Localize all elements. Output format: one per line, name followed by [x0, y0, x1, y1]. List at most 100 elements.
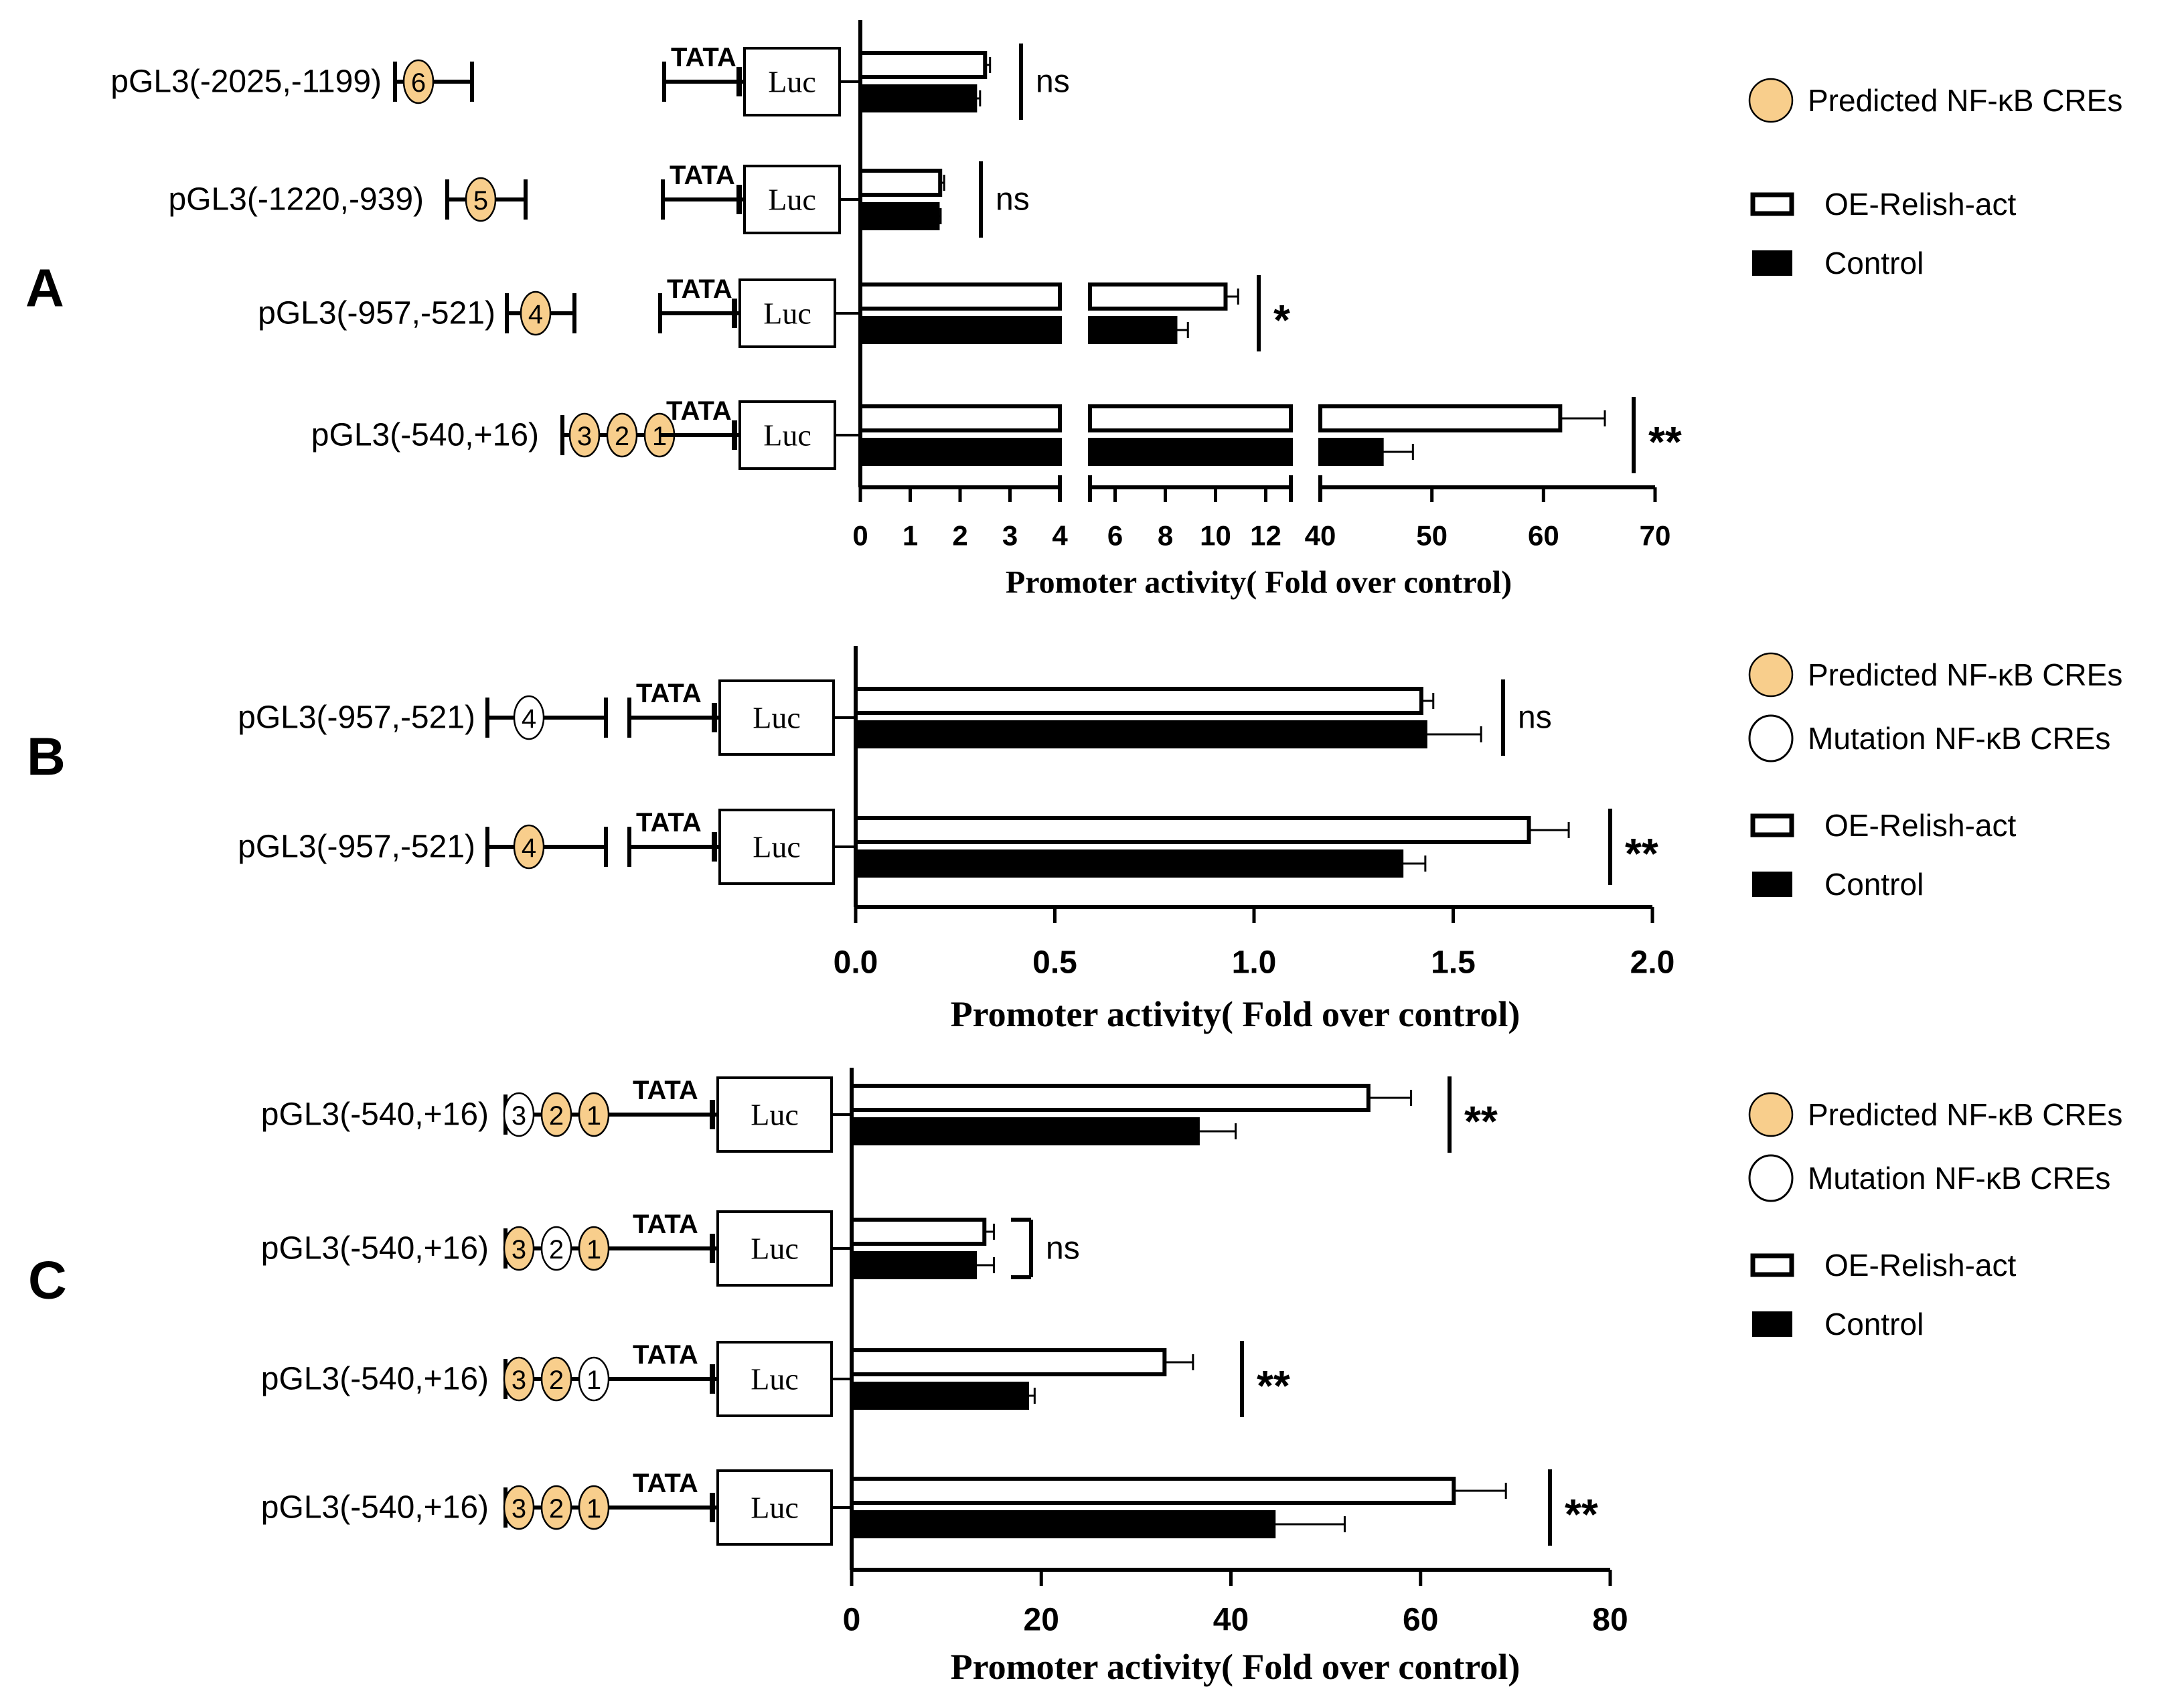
mutation-site-icon	[503, 1092, 535, 1137]
predicted-site-icon	[503, 1226, 535, 1271]
legend-oe-swatch	[1750, 192, 1794, 216]
x-tick-label: 0.5	[1032, 945, 1077, 981]
x-tick-label: 50	[1416, 520, 1448, 552]
bar-oe-relish-act	[858, 169, 943, 197]
x-axis-label: Promoter activity( Fold over control)	[951, 1647, 1520, 1687]
legend-predicted-label: Predicted NF-κB CREs	[1808, 1097, 2122, 1132]
luc-label: Luc	[751, 1491, 799, 1525]
bar-oe-relish-act	[850, 1084, 1371, 1112]
predicted-site-icon	[520, 291, 552, 336]
bar-control	[854, 849, 1404, 878]
construct-label: pGL3(-540,+16)	[261, 1231, 489, 1267]
tata-label: TATA	[633, 1469, 698, 1498]
site-number: 2	[549, 1235, 564, 1265]
luc-label: Luc	[751, 1362, 799, 1396]
predicted-site-icon	[540, 1485, 572, 1530]
construct-label: pGL3(-540,+16)	[261, 1490, 489, 1526]
construct-label: pGL3(-540,+16)	[261, 1362, 489, 1397]
x-tick-label: 0	[852, 520, 868, 552]
legend-oe-label: OE-Relish-act	[1824, 808, 2017, 843]
x-tick-label: 2	[952, 520, 967, 552]
significance-label: ns	[1046, 1231, 1080, 1267]
panel-letter: A	[25, 258, 64, 318]
predicted-site-icon	[568, 412, 601, 458]
predicted-site-icon	[503, 1356, 535, 1402]
luc-box	[716, 1469, 833, 1546]
bar-control	[1088, 316, 1178, 344]
site-number: 1	[587, 1101, 601, 1131]
legend-predicted-label: Predicted NF-κB CREs	[1808, 83, 2122, 118]
significance-label: ns	[1036, 64, 1070, 100]
site-number: 4	[522, 833, 536, 863]
luc-label: Luc	[753, 830, 801, 864]
legend-control-label: Control	[1824, 246, 1924, 280]
predicted-site-icon	[606, 412, 638, 458]
significance-label: *	[1273, 296, 1290, 344]
x-tick-label: 40	[1213, 1603, 1249, 1638]
x-tick-label: 12	[1250, 520, 1281, 552]
predicted-site-icon	[578, 1092, 610, 1137]
construct-label: pGL3(-540,+16)	[261, 1097, 489, 1133]
site-number: 3	[512, 1101, 526, 1131]
bar-oe-relish-act	[854, 687, 1423, 715]
mutation-site-icon	[513, 695, 545, 740]
x-tick-label: 10	[1200, 520, 1231, 552]
bar-oe-relish-act	[850, 1348, 1167, 1376]
luc-box	[718, 679, 835, 756]
x-tick-label: 4	[1052, 520, 1068, 552]
x-tick-label: 60	[1403, 1603, 1438, 1638]
luc-label: Luc	[751, 1232, 799, 1266]
legend-control-swatch	[1752, 1311, 1792, 1337]
site-number: 2	[549, 1494, 564, 1524]
legend-oe-label: OE-Relish-act	[1824, 187, 2017, 222]
x-tick-label: 60	[1528, 520, 1559, 552]
x-tick-label: 80	[1592, 1603, 1628, 1638]
x-tick-label: 0.0	[834, 945, 878, 981]
bar-control	[850, 1117, 1200, 1145]
bar-oe-relish-act	[850, 1477, 1456, 1505]
tata-label: TATA	[633, 1210, 698, 1239]
site-number: 2	[549, 1366, 564, 1395]
construct-label: pGL3(-2025,-1199)	[110, 64, 382, 100]
site-number: 6	[411, 68, 426, 98]
bar-control	[850, 1251, 978, 1279]
site-number: 3	[512, 1235, 526, 1265]
luc-label: Luc	[768, 65, 816, 99]
panel-letter: C	[28, 1250, 67, 1310]
x-tick-label: 1.5	[1431, 945, 1476, 981]
legend-control-label: Control	[1824, 1307, 1924, 1342]
bar-control	[850, 1382, 1030, 1410]
site-number: 4	[528, 300, 543, 329]
tata-label: TATA	[636, 679, 702, 708]
legend-oe-label: OE-Relish-act	[1824, 1248, 2017, 1283]
construct-label: pGL3(-957,-521)	[238, 829, 475, 865]
site-number: 1	[587, 1494, 601, 1524]
tata-label: TATA	[636, 808, 702, 837]
x-tick-label: 1.0	[1232, 945, 1277, 981]
bar-oe-relish-act	[1318, 404, 1563, 432]
mutation-site-icon	[578, 1356, 610, 1402]
bar-control	[1318, 438, 1384, 466]
predicted-site-icon	[578, 1226, 610, 1271]
legend-predicted-icon	[1748, 78, 1794, 123]
bar-control	[1088, 438, 1293, 466]
construct-label: pGL3(-540,+16)	[311, 418, 539, 453]
x-tick-label: 2.0	[1630, 945, 1675, 981]
predicted-site-icon	[513, 824, 545, 870]
luc-label: Luc	[751, 1098, 799, 1132]
bar-oe-relish-act	[858, 51, 988, 79]
x-tick-label: 0	[843, 1603, 861, 1638]
legend-predicted-icon	[1748, 1092, 1794, 1137]
site-number: 5	[473, 186, 488, 216]
site-number: 3	[512, 1366, 526, 1395]
bar-control	[854, 720, 1427, 748]
x-axis-label: Promoter activity( Fold over control)	[1006, 565, 1512, 600]
significance-label: **	[1565, 1490, 1598, 1538]
x-tick-label: 70	[1640, 520, 1671, 552]
